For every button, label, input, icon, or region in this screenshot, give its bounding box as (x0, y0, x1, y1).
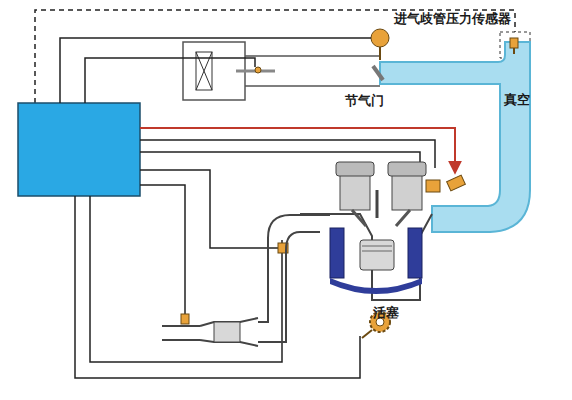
exhaust-pipe (258, 215, 330, 342)
part-label: 真空 (504, 92, 530, 108)
ecu-box (18, 103, 140, 196)
catalytic-converter (200, 318, 258, 346)
throttle-sensor (371, 29, 389, 47)
throttle-plate (373, 66, 383, 80)
sensor-stem (513, 48, 515, 54)
crank-sensor (362, 330, 372, 338)
part-label: 活塞 (373, 305, 399, 321)
signal-wires (60, 38, 435, 378)
dashed-signal-line (35, 10, 515, 103)
air-sensor (255, 67, 261, 73)
sensor-stem (379, 47, 381, 60)
catalyst-core (214, 322, 240, 342)
engine (300, 162, 465, 300)
air-filter-box (183, 42, 245, 100)
part-label: 节气门 (345, 93, 384, 109)
oxygen-sensor (181, 314, 189, 324)
pressure-sensor (510, 38, 518, 48)
tail-pipe (162, 326, 200, 340)
part-label: 进气歧管压力传感器 (394, 11, 511, 27)
